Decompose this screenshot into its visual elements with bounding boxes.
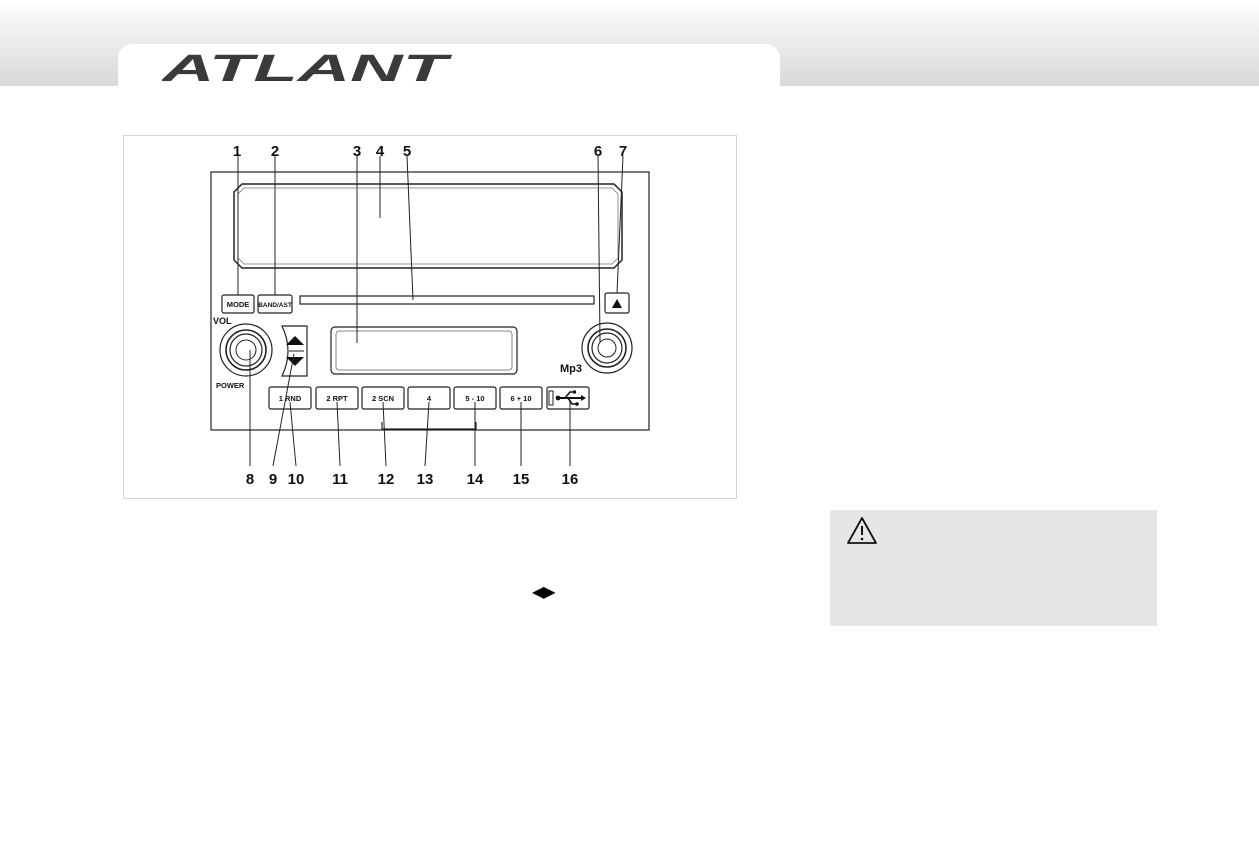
svg-text:14: 14 (467, 471, 484, 488)
svg-text:16: 16 (562, 471, 579, 488)
svg-text:2 SCN: 2 SCN (372, 394, 394, 403)
small-display (330, 326, 518, 375)
large-display (233, 183, 623, 269)
svg-text:2 RPT: 2 RPT (326, 394, 348, 403)
svg-text:Mp3: Mp3 (560, 363, 582, 375)
svg-text:5: 5 (403, 143, 411, 160)
volume-knob (219, 323, 273, 377)
svg-text:5 - 10: 5 - 10 (465, 394, 484, 403)
seek-rocker (281, 325, 308, 377)
logo-tab (118, 44, 780, 90)
svg-text:ATLANT: ATLANT (162, 52, 452, 84)
usb-icon (555, 390, 586, 406)
svg-text:4: 4 (376, 143, 385, 160)
faceplate-outline (210, 171, 650, 431)
svg-text:MODE: MODE (227, 300, 250, 309)
svg-text:2: 2 (271, 143, 279, 160)
svg-text:12: 12 (378, 471, 395, 488)
svg-text:10: 10 (288, 471, 305, 488)
svg-text:1 RND: 1 RND (279, 394, 302, 403)
svg-text:BAND/AST: BAND/AST (258, 302, 292, 309)
svg-text:1: 1 (233, 143, 241, 160)
warning-box (830, 510, 1157, 626)
svg-text:9: 9 (269, 471, 277, 488)
down-arrow-icon (286, 357, 304, 366)
usb-port (546, 386, 590, 410)
svg-text:6 + 10: 6 + 10 (510, 394, 531, 403)
preset-1-rnd-button (268, 386, 312, 410)
eject-icon (612, 299, 622, 308)
warning-triangle-icon (847, 517, 877, 544)
svg-text:13: 13 (417, 471, 434, 488)
tune-knob (581, 322, 633, 374)
brand-logo: ATLANT (162, 52, 452, 84)
up-arrow-icon (286, 336, 304, 345)
left-right-arrows-icon: ◀▶ (532, 582, 556, 601)
svg-text:11: 11 (332, 471, 348, 488)
svg-text:7: 7 (619, 143, 627, 160)
svg-text:VOL: VOL (213, 316, 232, 326)
svg-text:8: 8 (246, 471, 254, 488)
radio-panel-figure: MODE BAND/AST VOL POWER Mp3 1 RND 2 RPT (123, 135, 737, 499)
cd-slot (299, 295, 595, 305)
svg-text:6: 6 (594, 143, 602, 160)
svg-text:3: 3 (353, 143, 361, 160)
svg-text:POWER: POWER (216, 381, 245, 390)
svg-text:4: 4 (427, 394, 432, 403)
svg-text:15: 15 (513, 471, 530, 488)
